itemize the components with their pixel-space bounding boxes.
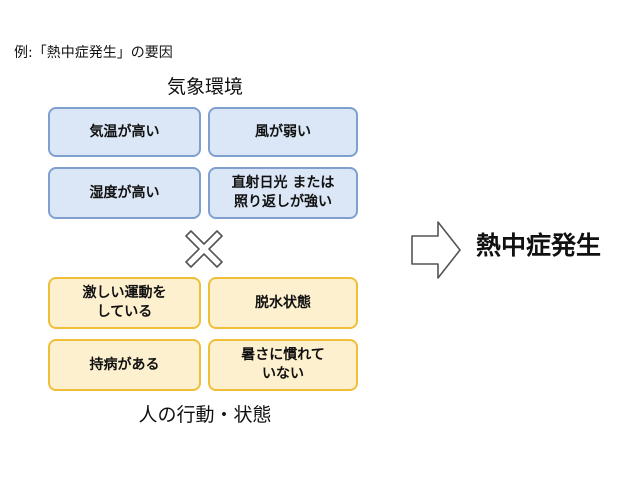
factor-direct-sunlight: 直射日光 または 照り返しが強い <box>208 167 358 219</box>
factor-chronic-illness: 持病がある <box>48 339 201 391</box>
factor-intense-exercise: 激しい運動を している <box>48 277 201 329</box>
environment-title: 気象環境 <box>166 76 243 98</box>
factor-dehydration: 脱水状態 <box>208 277 358 329</box>
cross-multiply-icon <box>185 230 223 268</box>
diagram-caption: 例:「熱中症発生」の要因 <box>14 45 173 61</box>
result-heatstroke: 熱中症発生 <box>476 231 602 260</box>
factor-high-temperature: 気温が高い <box>48 107 201 157</box>
behavior-title: 人の行動・状態 <box>138 404 272 426</box>
factor-high-humidity: 湿度が高い <box>48 167 201 219</box>
factor-weak-wind: 風が弱い <box>208 107 358 157</box>
factor-not-acclimatized: 暑さに慣れて いない <box>208 339 358 391</box>
arrow-right-icon <box>411 221 461 279</box>
